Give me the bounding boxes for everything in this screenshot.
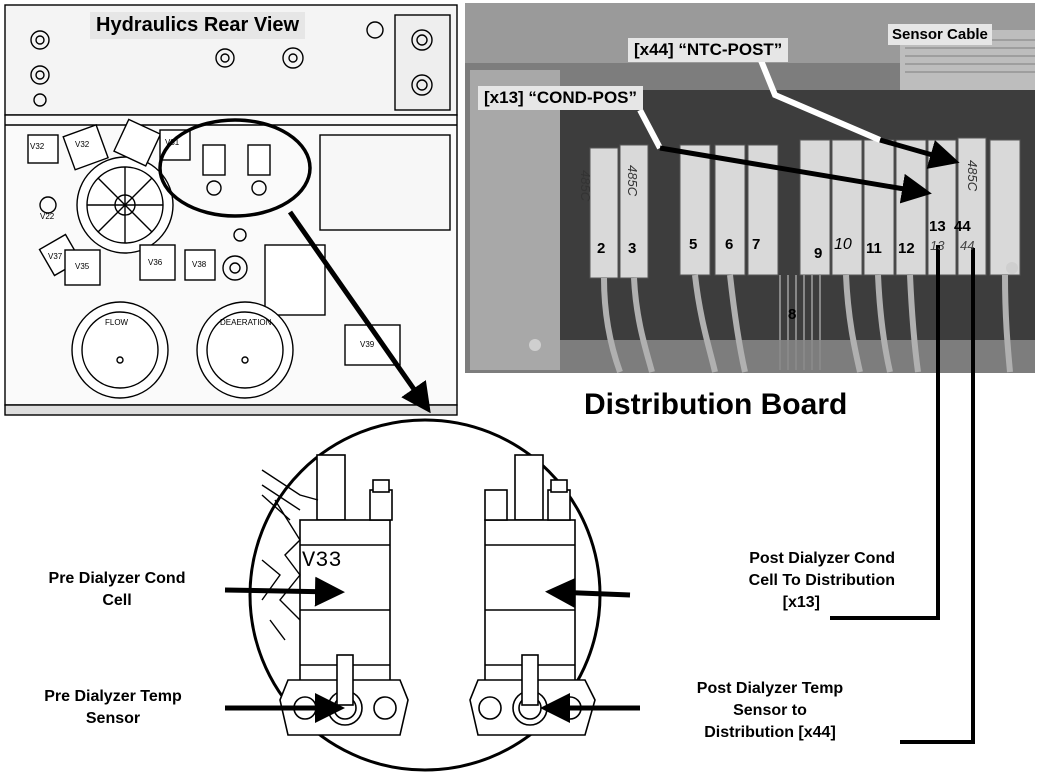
- handwritten-13: 13: [930, 238, 944, 253]
- valve-label-v32: V32: [75, 140, 89, 149]
- hydraulics-title: Hydraulics Rear View: [90, 12, 305, 39]
- post-temp-line3: Distribution [x44]: [640, 722, 900, 744]
- post-dialyzer-cond-callout: Post Dialyzer Cond Cell To Distribution …: [640, 548, 925, 614]
- handwritten-485c-c: 485C: [965, 160, 980, 191]
- valve-label-v37: V37: [48, 252, 62, 261]
- pre-cond-line1: Pre Dialyzer Cond: [12, 568, 222, 590]
- valve-label-v31: V31: [165, 138, 179, 147]
- connector-44-label: 44: [954, 218, 971, 235]
- deaeration-label: DEAERATION: [220, 318, 271, 327]
- connector-2-label: 2: [597, 240, 605, 257]
- pre-dialyzer-cond-callout: Pre Dialyzer Cond Cell: [12, 568, 222, 612]
- post-cond-line3: [x13]: [640, 592, 925, 614]
- post-cond-arrow: [555, 592, 630, 595]
- handwritten-44: 44: [960, 238, 974, 253]
- zoom-circle: [250, 420, 600, 770]
- connector-12-label: 12: [898, 240, 915, 257]
- handwritten-485c-a: 485C: [578, 170, 593, 201]
- connector-10-label: 10: [834, 236, 852, 254]
- valve-label-v39: V39: [360, 340, 374, 349]
- x44-tag: [x44] “NTC-POST”: [628, 38, 788, 62]
- connector-13-label: 13: [929, 218, 946, 235]
- connector-6-label: 6: [725, 236, 733, 253]
- connector-9-label: 9: [814, 245, 822, 262]
- x13-tag: [x13] “COND-POS”: [478, 86, 643, 110]
- valve-label-v35: V35: [75, 262, 89, 271]
- pre-temp-line2: Sensor: [8, 708, 218, 730]
- connector-11-label: 11: [866, 240, 882, 257]
- post-cond-line2: Cell To Distribution: [640, 570, 925, 592]
- connector-7-label: 7: [752, 236, 760, 253]
- zoom-v33-label: V33: [302, 548, 342, 573]
- distribution-board-title: Distribution Board: [584, 388, 847, 422]
- pre-dialyzer-temp-callout: Pre Dialyzer Temp Sensor: [8, 686, 218, 730]
- pre-cond-arrow: [225, 590, 335, 592]
- post-temp-line1: Post Dialyzer Temp: [640, 678, 900, 700]
- post-dialyzer-temp-callout: Post Dialyzer Temp Sensor to Distributio…: [640, 678, 900, 744]
- post-cond-line1: Post Dialyzer Cond: [640, 548, 925, 570]
- connector-8-label: 8: [788, 306, 796, 323]
- valve-label-v22: V22: [40, 212, 54, 221]
- valve-label-v38: V38: [192, 260, 206, 269]
- valve-label-v36: V36: [148, 258, 162, 267]
- connector-5-label: 5: [689, 236, 697, 253]
- pre-temp-line1: Pre Dialyzer Temp: [8, 686, 218, 708]
- sensor-cable-label: Sensor Cable: [888, 24, 992, 45]
- handwritten-485c-b: 485C: [625, 165, 640, 196]
- valve-label-v32a: V32: [30, 142, 44, 151]
- pre-cond-line2: Cell: [12, 590, 222, 612]
- flow-label: FLOW: [105, 318, 128, 327]
- connector-3-label: 3: [628, 240, 636, 257]
- post-temp-line2: Sensor to: [640, 700, 900, 722]
